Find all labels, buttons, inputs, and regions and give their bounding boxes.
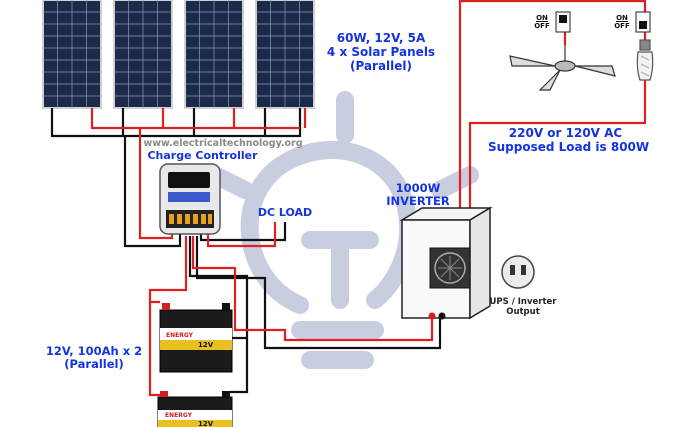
battery-2-voltage: 12V bbox=[198, 420, 214, 427]
solar-panel bbox=[255, 0, 315, 109]
switch-2 bbox=[635, 11, 651, 33]
panel-spec-label: 60W, 12V, 5A 4 x Solar Panels (Parallel) bbox=[316, 31, 446, 73]
ups-line2: Output bbox=[506, 306, 540, 317]
charge-controller-device bbox=[159, 163, 221, 235]
inverter-label: 1000W INVERTER bbox=[378, 181, 458, 209]
dc-load-label: DC LOAD bbox=[257, 206, 313, 219]
battery-spec-label: 12V, 100Ah x 2 (Parallel) bbox=[38, 344, 150, 372]
wires-black bbox=[50, 108, 442, 394]
inverter-power: 1000W bbox=[395, 181, 441, 195]
ac-load-label: 220V or 120V AC Supposed Load is 800W bbox=[488, 126, 650, 155]
panel-connection: (Parallel) bbox=[349, 58, 413, 73]
inverter-device bbox=[399, 206, 493, 320]
battery-2: ENERGY 12V bbox=[157, 391, 233, 427]
wires-red bbox=[90, 0, 647, 397]
switch-2-on: ON bbox=[616, 14, 628, 22]
panel-spec: 60W, 12V, 5A bbox=[336, 31, 426, 45]
solar-panel-array bbox=[42, 0, 315, 109]
ups-line1: UPS / Inverter bbox=[489, 297, 557, 307]
charge-controller-label: Charge Controller bbox=[147, 149, 258, 162]
ceiling-fan-icon bbox=[509, 45, 616, 91]
panel-count: 4 x Solar Panels bbox=[326, 44, 436, 59]
battery-spec: 12V, 100Ah x 2 bbox=[45, 344, 143, 358]
inverter-name: INVERTER bbox=[386, 194, 450, 209]
ups-output-outlet-icon bbox=[501, 255, 535, 289]
website-label: www.electricaltechnology.org bbox=[143, 138, 303, 149]
battery-1-voltage: 12V bbox=[198, 341, 214, 349]
switch-2-off: OFF bbox=[614, 22, 630, 31]
ac-voltage: 220V or 120V AC bbox=[508, 126, 623, 140]
ac-supposed-load: Supposed Load is 800W bbox=[488, 139, 650, 154]
battery-2-brand: ENERGY bbox=[165, 412, 193, 419]
solar-panel bbox=[113, 0, 173, 109]
switch-1 bbox=[555, 11, 571, 33]
solar-panel bbox=[184, 0, 244, 109]
switch-1-on: ON bbox=[536, 14, 548, 22]
switch-1-label: ON OFF bbox=[528, 14, 556, 31]
battery-connection: (Parallel) bbox=[64, 357, 124, 372]
solar-panel bbox=[42, 0, 102, 109]
switch-1-off: OFF bbox=[534, 22, 550, 31]
switch-2-label: ON OFF bbox=[608, 14, 636, 31]
ups-output-label: UPS / Inverter Output bbox=[478, 297, 568, 318]
battery-1: ENERGY 12V bbox=[159, 303, 233, 373]
battery-1-brand: ENERGY bbox=[166, 332, 194, 339]
cfl-bulb-icon bbox=[636, 39, 654, 81]
